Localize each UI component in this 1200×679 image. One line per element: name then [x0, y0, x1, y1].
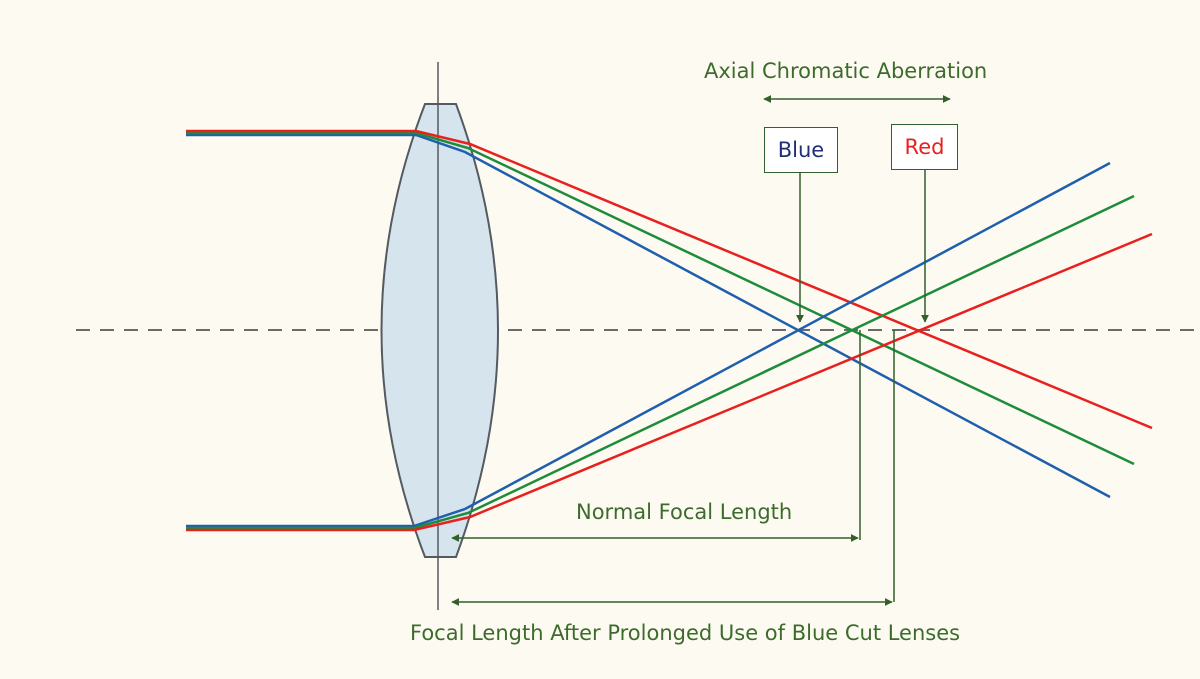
red-ray-bottom — [186, 232, 1153, 532]
red-label-box: Red — [891, 124, 958, 170]
blue-ray-bottom — [186, 161, 1111, 528]
blue-label: Blue — [777, 138, 825, 162]
prolonged-focal-length-label: Focal Length After Prolonged Use of Blue… — [410, 621, 961, 645]
convex-lens — [380, 103, 499, 558]
green-ray-top — [186, 131, 1135, 466]
red-ray-top — [186, 129, 1153, 430]
normal-focal-length-label: Normal Focal Length — [576, 500, 793, 524]
green-ray-bottom — [186, 194, 1135, 530]
blue-ray-top — [186, 133, 1111, 499]
axial-aberration-label: Axial Chromatic Aberration — [704, 59, 988, 83]
red-label: Red — [904, 135, 945, 159]
blue-label-box: Blue — [764, 127, 838, 173]
